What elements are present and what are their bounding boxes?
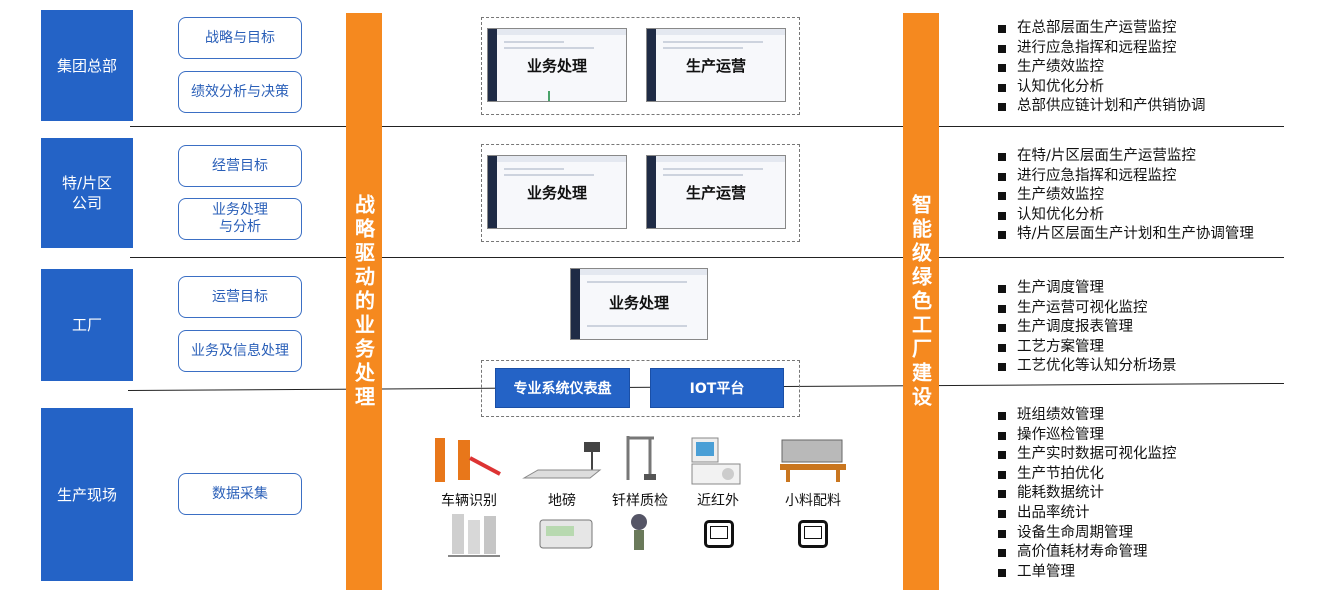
feature-item: 工艺优化等认知分析场景 xyxy=(998,357,1177,377)
feature-item: 认知优化分析 xyxy=(998,78,1206,98)
iot-platform-button[interactable]: IOT平台 xyxy=(650,368,784,408)
goal-business: 经营目标 xyxy=(178,145,302,187)
hq-screens-group xyxy=(481,17,800,115)
goal-strategy: 战略与目标 xyxy=(178,17,302,59)
device-label-nir: 近红外 xyxy=(697,493,739,509)
right-bar-text: 智能级绿色工厂建设 xyxy=(908,193,933,410)
goal-performance: 绩效分析与决策 xyxy=(178,71,302,113)
features-hq: 在总部层面生产运营监控 进行应急指挥和远程监控 生产绩效监控 认知优化分析 总部… xyxy=(998,19,1206,117)
batching-machine-icon xyxy=(780,439,846,482)
goal-operation: 运营目标 xyxy=(178,276,302,318)
feature-item: 认知优化分析 xyxy=(998,206,1254,226)
left-orange-bar: 战略驱动的业务处理 xyxy=(346,13,382,590)
hq-production-screen: 生产运营 xyxy=(646,28,786,102)
feature-item: 操作巡检管理 xyxy=(998,426,1177,446)
feature-item: 生产调度报表管理 xyxy=(998,318,1177,338)
region-production-label: 生产运营 xyxy=(685,184,746,202)
feature-item: 生产绩效监控 xyxy=(998,58,1206,78)
level-site: 生产现场 xyxy=(41,408,133,581)
features-region: 在特/片区层面生产运营监控 进行应急指挥和远程监控 生产绩效监控 认知优化分析 … xyxy=(998,147,1254,245)
features-site: 班组绩效管理 操作巡检管理 生产实时数据可视化监控 生产节拍优化 能耗数据统计 … xyxy=(998,406,1177,582)
weighbridge-icon xyxy=(522,442,602,479)
feature-item: 设备生命周期管理 xyxy=(998,524,1177,544)
level-region: 特/片区 公司 xyxy=(41,138,133,248)
feature-item: 生产绩效监控 xyxy=(998,186,1254,206)
hq-business-screen: 业务处理 xyxy=(487,28,627,102)
right-orange-bar: 智能级绿色工厂建设 xyxy=(903,13,939,590)
feature-item: 进行应急指挥和远程监控 xyxy=(998,39,1206,59)
device-label-sampling: 钎样质检 xyxy=(612,493,668,509)
feature-item: 出品率统计 xyxy=(998,504,1177,524)
goal-processing-analysis: 业务处理 与分析 xyxy=(178,198,302,240)
level-hq: 集团总部 xyxy=(41,10,133,121)
hq-production-label: 生产运营 xyxy=(685,57,746,75)
platform-group xyxy=(481,360,800,417)
sampling-icon xyxy=(626,436,656,480)
hq-business-label: 业务处理 xyxy=(526,57,587,75)
region-production-screen: 生产运营 xyxy=(646,155,786,229)
dashboard-button[interactable]: 专业系统仪表盘 xyxy=(495,368,630,408)
feature-item: 进行应急指挥和远程监控 xyxy=(998,167,1254,187)
goal-data-collection: 数据采集 xyxy=(178,473,302,515)
feature-item: 生产调度管理 xyxy=(998,279,1177,299)
production-line-icon xyxy=(448,514,500,557)
separator-line-1 xyxy=(130,126,1284,127)
vehicle-barrier-icon xyxy=(435,438,501,482)
factory-business-screen: 业务处理 xyxy=(570,268,708,340)
separator-line-2 xyxy=(130,257,1284,258)
factory-business-label: 业务处理 xyxy=(608,294,669,312)
goal-info-processing: 业务及信息处理 xyxy=(178,330,302,372)
features-factory: 生产调度管理 生产运营可视化监控 生产调度报表管理 工艺方案管理 工艺优化等认知… xyxy=(998,279,1177,377)
feature-item: 工艺方案管理 xyxy=(998,338,1177,358)
feature-item: 特/片区层面生产计划和生产协调管理 xyxy=(998,225,1254,245)
feature-item: 高价值耗材寿命管理 xyxy=(998,543,1177,563)
device-label-batching: 小料配料 xyxy=(785,493,841,509)
left-bar-text: 战略驱动的业务处理 xyxy=(351,193,376,410)
feature-item: 班组绩效管理 xyxy=(998,406,1177,426)
feature-item: 工单管理 xyxy=(998,563,1177,583)
flow-meter-icon xyxy=(631,514,647,550)
region-screens-group xyxy=(481,144,800,242)
region-business-screen: 业务处理 xyxy=(487,155,627,229)
feature-item: 在总部层面生产运营监控 xyxy=(998,19,1206,39)
feature-item: 在特/片区层面生产运营监控 xyxy=(998,147,1254,167)
feature-item: 总部供应链计划和产供销协调 xyxy=(998,97,1206,117)
feature-item: 生产运营可视化监控 xyxy=(998,299,1177,319)
feature-item: 生产实时数据可视化监控 xyxy=(998,445,1177,465)
nir-analyzer-icon xyxy=(691,437,741,485)
tablet-icon-2 xyxy=(798,520,828,548)
level-factory: 工厂 xyxy=(41,269,133,381)
region-business-label: 业务处理 xyxy=(526,184,587,202)
tablet-icon-1 xyxy=(704,520,734,548)
device-label-vehicle: 车辆识别 xyxy=(441,493,497,509)
device-label-weighbridge: 地磅 xyxy=(548,493,576,509)
scale-display-icon xyxy=(539,519,593,549)
feature-item: 能耗数据统计 xyxy=(998,484,1177,504)
feature-item: 生产节拍优化 xyxy=(998,465,1177,485)
